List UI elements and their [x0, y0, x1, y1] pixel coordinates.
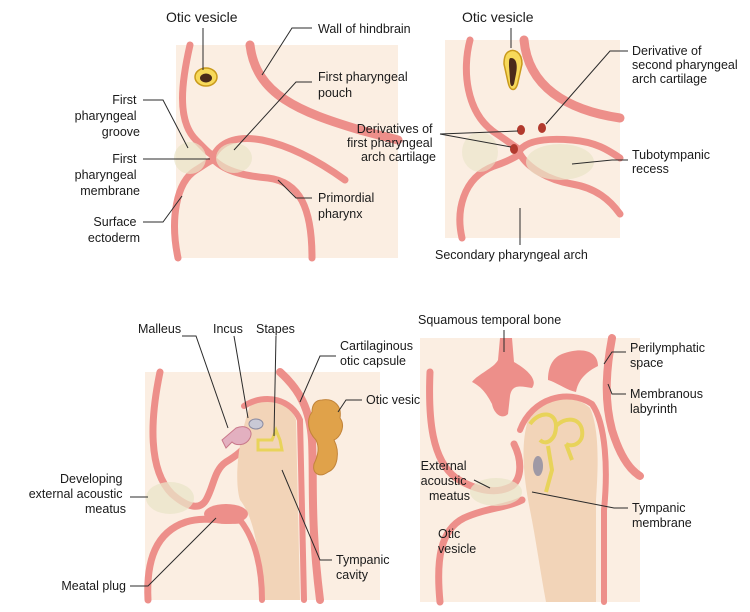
label-surface-ectoderm: Surface ectoderm — [88, 215, 140, 245]
label-secondary-pharyngeal-arch: Secondary pharyngeal arch — [435, 248, 588, 262]
cartilage-first-arch-1 — [517, 125, 525, 135]
label-incus: Incus — [213, 322, 243, 336]
label-squamous-temporal-bone: Squamous temporal bone — [418, 313, 561, 327]
label-meatal-plug: Meatal plug — [61, 579, 126, 593]
label-cartilaginous-otic-capsule: Cartilaginous otic capsule — [340, 339, 416, 368]
ossicle-chain — [533, 456, 543, 476]
panel-bottom-left: Malleus Incus Stapes Cartilaginous otic … — [29, 322, 430, 600]
label-tubotympanic-recess: Tubotympanic recess — [632, 148, 714, 176]
groove-shading — [174, 142, 206, 174]
label-developing-eam: Developing external acoustic meatus — [29, 472, 126, 516]
panel-top-right: Otic vesicle Derivative of second pharyn… — [347, 9, 741, 262]
label-malleus: Malleus — [138, 322, 181, 336]
meatal-plug — [204, 504, 248, 524]
panel-bottom-right: Squamous temporal bone Perilymphatic spa… — [418, 313, 709, 602]
label-external-acoustic-meatus: External acoustic meatus — [421, 459, 470, 503]
label-perilymphatic-space: Perilymphatic space — [630, 341, 709, 370]
label-membranous-labyrinth: Membranous labyrinth — [630, 387, 706, 416]
incus — [249, 419, 263, 429]
label-stapes: Stapes — [256, 322, 295, 336]
label-first-pharyngeal-groove: First pharyngeal groove — [75, 93, 140, 139]
eam-shading — [146, 482, 194, 514]
label-derivative-second-arch: Derivative of second pharyngeal arch car… — [632, 44, 741, 86]
label-tympanic-cavity: Tympanic cavity — [336, 553, 393, 582]
label-tympanic-membrane: Tympanic membrane — [632, 501, 692, 530]
cartilage-first-arch-2 — [510, 144, 518, 154]
tubotympanic-shading — [526, 144, 594, 180]
label-otic-vesicle: Otic vesicle — [462, 9, 534, 25]
groove-shading — [462, 132, 498, 172]
label-first-pharyngeal-membrane: First pharyngeal membrane — [75, 152, 140, 198]
pouch-shading — [216, 143, 252, 173]
label-otic-vesicle: Otic vesicle — [166, 9, 238, 25]
label-wall-of-hindbrain: Wall of hindbrain — [318, 22, 411, 36]
label-derivatives-first-arch: Derivatives of first pharyngeal arch car… — [347, 122, 436, 164]
otic-vesicle-1 — [195, 68, 217, 86]
cartilage-second-arch — [538, 123, 546, 133]
